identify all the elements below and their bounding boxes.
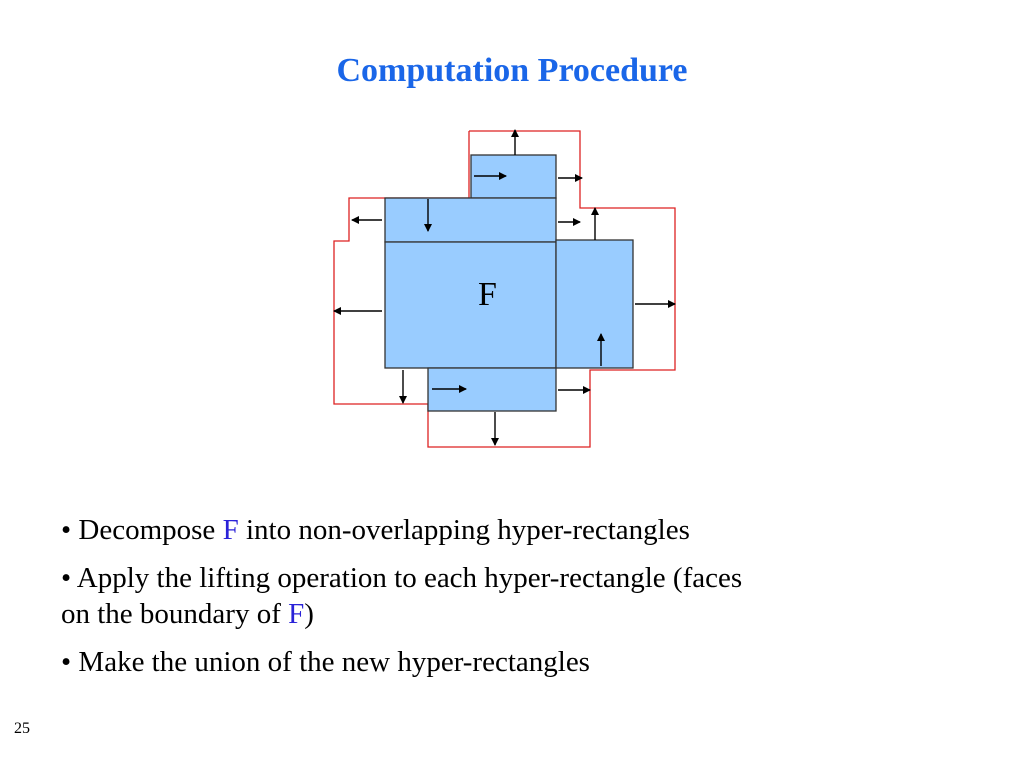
page-number: 25 (14, 720, 30, 737)
lifting-arrows (333, 129, 676, 446)
highlight-F: F (288, 598, 305, 630)
rect-main (384, 241, 557, 369)
bullet-union: • Make the union of the new hyper-rectan… (61, 644, 961, 680)
rect-upper-left (384, 197, 557, 243)
bullet-text-line2-prefix: on the boundary of (61, 598, 289, 630)
rect-right (555, 239, 634, 369)
slide-title: Computation Procedure (336, 52, 688, 89)
hyper-rectangles (384, 154, 634, 412)
bullet-marker: • (61, 562, 72, 594)
bullet-marker: • (61, 514, 72, 546)
lifted-boundary (333, 130, 676, 448)
bullet-text-line2-suffix: ) (304, 598, 314, 630)
bullet-text-prefix: Decompose (71, 514, 223, 546)
decomposition-diagram: F (333, 129, 676, 448)
bullet-decompose: • Decompose F into non-overlapping hyper… (61, 512, 961, 548)
bullet-text-suffix: into non-overlapping hyper-rectangles (238, 514, 690, 546)
bullet-text: Make the union of the new hyper-rectangl… (71, 646, 590, 678)
bullet-marker: • (61, 646, 72, 678)
highlight-F: F (222, 514, 239, 546)
bullet-lifting: • Apply the lifting operation to each hy… (61, 560, 961, 632)
bullet-text-line1: Apply the lifting operation to each hype… (71, 562, 743, 594)
bullet-list: • Decompose F into non-overlapping hyper… (61, 512, 961, 692)
region-label-F: F (478, 276, 497, 313)
